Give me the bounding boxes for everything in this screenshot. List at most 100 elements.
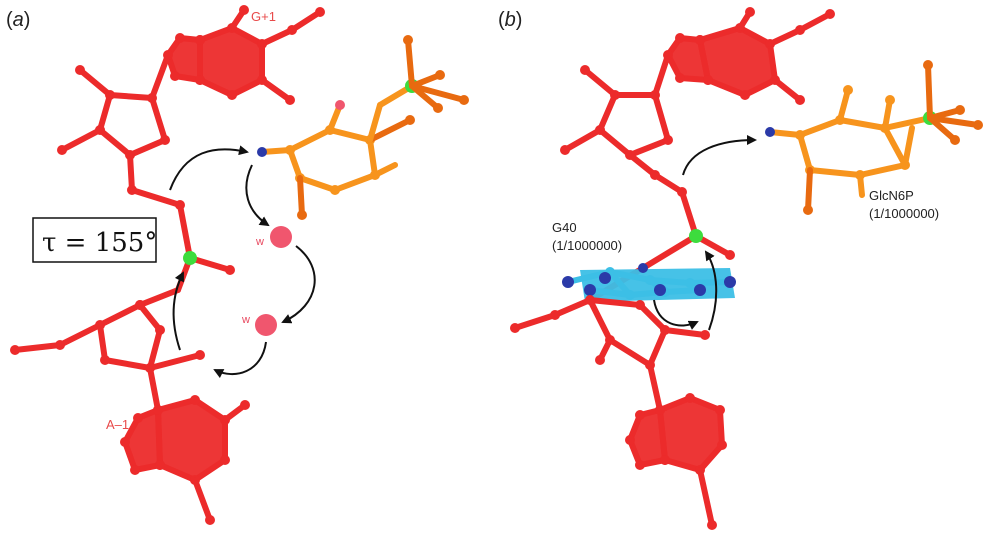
- bond: [97, 302, 143, 328]
- bond: [107, 92, 155, 101]
- water-label-1: w: [255, 236, 264, 248]
- bond: [197, 77, 235, 98]
- bond: [607, 269, 653, 283]
- bond: [259, 77, 293, 103]
- bond: [297, 175, 338, 193]
- atom: [675, 33, 685, 43]
- atom: [510, 323, 520, 333]
- atom: [663, 135, 673, 145]
- atom: [650, 90, 660, 100]
- bond: [772, 77, 803, 103]
- atom: [147, 93, 157, 103]
- bond: [59, 127, 103, 153]
- bond: [102, 357, 153, 371]
- bond: [129, 187, 183, 208]
- bond: [57, 322, 103, 348]
- panel-a: (a) w w τ = 155° G+1 A–1: [6, 5, 469, 525]
- bond: [647, 362, 663, 413]
- bond: [837, 117, 888, 131]
- atom: [155, 325, 165, 335]
- bond: [797, 117, 843, 138]
- bond: [927, 115, 958, 143]
- bond: [192, 477, 213, 523]
- curved-arrow-icon: [245, 164, 270, 227]
- bond: [705, 77, 748, 98]
- bond: [687, 395, 723, 413]
- bond: [647, 277, 693, 286]
- atom: [635, 300, 645, 310]
- bond: [697, 25, 743, 43]
- bond: [297, 175, 305, 218]
- bond: [137, 287, 181, 308]
- torsion-angle-label: τ = 155°: [42, 228, 157, 258]
- bond: [652, 172, 685, 195]
- atom: [225, 265, 235, 275]
- curved-arrow-icon: [704, 250, 718, 331]
- water-label-2: w: [241, 314, 250, 326]
- residue-label: G40: [552, 220, 577, 235]
- bond: [925, 62, 933, 121]
- bond: [697, 37, 711, 83]
- atom: [435, 70, 445, 80]
- residue-occupancy: (1/1000000): [552, 238, 622, 253]
- atom: [740, 90, 750, 100]
- atom: [685, 393, 695, 403]
- bond: [157, 462, 198, 483]
- bond: [229, 25, 265, 47]
- atom: [635, 460, 645, 470]
- bond: [155, 397, 198, 413]
- atom: [635, 410, 645, 420]
- bond: [147, 327, 163, 371]
- adenine-base-a-minus-1: [120, 395, 250, 525]
- bond: [797, 11, 833, 33]
- bond: [652, 92, 671, 143]
- bond: [882, 115, 933, 131]
- atom: [560, 145, 570, 155]
- atom: [843, 85, 853, 95]
- atom: [403, 35, 413, 45]
- rna-backbone-bottom: [10, 287, 205, 413]
- atom: [190, 395, 200, 405]
- bond: [607, 337, 653, 368]
- base-ring-face: [200, 28, 262, 95]
- bond: [405, 37, 415, 89]
- atom: [405, 115, 415, 125]
- atom: [10, 345, 20, 355]
- atom: [459, 95, 469, 105]
- bond: [647, 327, 668, 368]
- bond: [147, 365, 161, 413]
- nucleotide-label-bottom: A–1: [106, 417, 129, 432]
- bond: [627, 152, 658, 178]
- atom: [695, 35, 705, 45]
- glcn6p-ligand: [765, 60, 983, 215]
- bond: [882, 125, 908, 168]
- bond: [857, 162, 908, 178]
- bond: [927, 115, 981, 128]
- atom: [745, 7, 755, 17]
- nitrogen-atom-icon: [584, 284, 596, 296]
- bond: [77, 67, 113, 98]
- curved-arrow-icon: [213, 341, 267, 379]
- water-molecule-icon: [255, 314, 277, 336]
- phosphorus-atom-icon: [183, 251, 197, 265]
- bond: [192, 397, 228, 423]
- atom: [725, 250, 735, 260]
- bond: [587, 297, 613, 343]
- atom: [239, 5, 249, 15]
- bond: [192, 457, 228, 483]
- atom: [825, 9, 835, 19]
- bond: [127, 137, 168, 158]
- atom: [595, 355, 605, 365]
- atom: [195, 75, 205, 85]
- bond: [597, 127, 633, 158]
- atom: [227, 90, 237, 100]
- bond: [587, 287, 633, 298]
- nucleotide-label-top: G+1: [251, 9, 276, 24]
- bond: [767, 27, 803, 47]
- bond: [287, 127, 333, 153]
- atom: [100, 355, 110, 365]
- atom: [955, 105, 965, 115]
- atom: [655, 405, 665, 415]
- panel-a-label: (a): [6, 9, 30, 31]
- nitrogen-atom-icon: [694, 284, 706, 296]
